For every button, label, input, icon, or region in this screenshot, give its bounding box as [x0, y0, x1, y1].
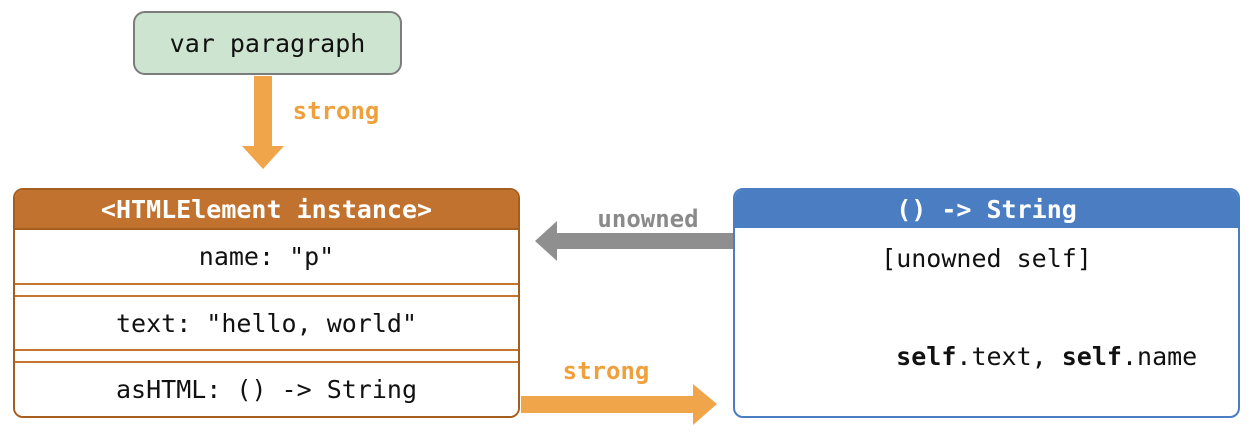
unowned-reference-label: unowned [597, 205, 699, 233]
self-keyword: self [1061, 342, 1122, 371]
closure-box-title: () -> String [896, 194, 1077, 224]
instance-box-title: <HTMLElement instance> [100, 194, 433, 224]
variable-label: var paragraph [169, 28, 366, 58]
property-row-name: name: "p" [15, 230, 518, 285]
capture-list-line: [unowned self] [881, 244, 1092, 273]
variable-box: var paragraph [133, 11, 402, 75]
instance-properties: name: "p" text: "hello, world" asHTML: (… [15, 230, 518, 416]
property-row-text: text: "hello, world" [15, 294, 518, 352]
unowned-arrow [535, 221, 733, 261]
closure-box-header: () -> String [735, 190, 1238, 228]
closure-box-body: [unowned self] self.text, self.name [735, 228, 1238, 416]
self-keyword: self [896, 342, 957, 371]
closure-box: () -> String [unowned self] self.text, s… [733, 188, 1240, 418]
strong-reference-label-top: strong [292, 97, 380, 125]
closure-body-text-2: .name [1121, 342, 1198, 371]
instance-box-header: <HTMLElement instance> [15, 190, 518, 230]
strong-arrow-top [242, 76, 284, 169]
closure-body-text-1: .text, [956, 342, 1062, 371]
property-row-ashtml: asHTML: () -> String [15, 361, 518, 416]
strong-reference-label-bottom: strong [562, 357, 650, 385]
closure-body-line: self.text, self.name [776, 313, 1197, 400]
instance-box: <HTMLElement instance> name: "p" text: "… [13, 188, 520, 418]
strong-arrow-bottom [521, 384, 717, 425]
